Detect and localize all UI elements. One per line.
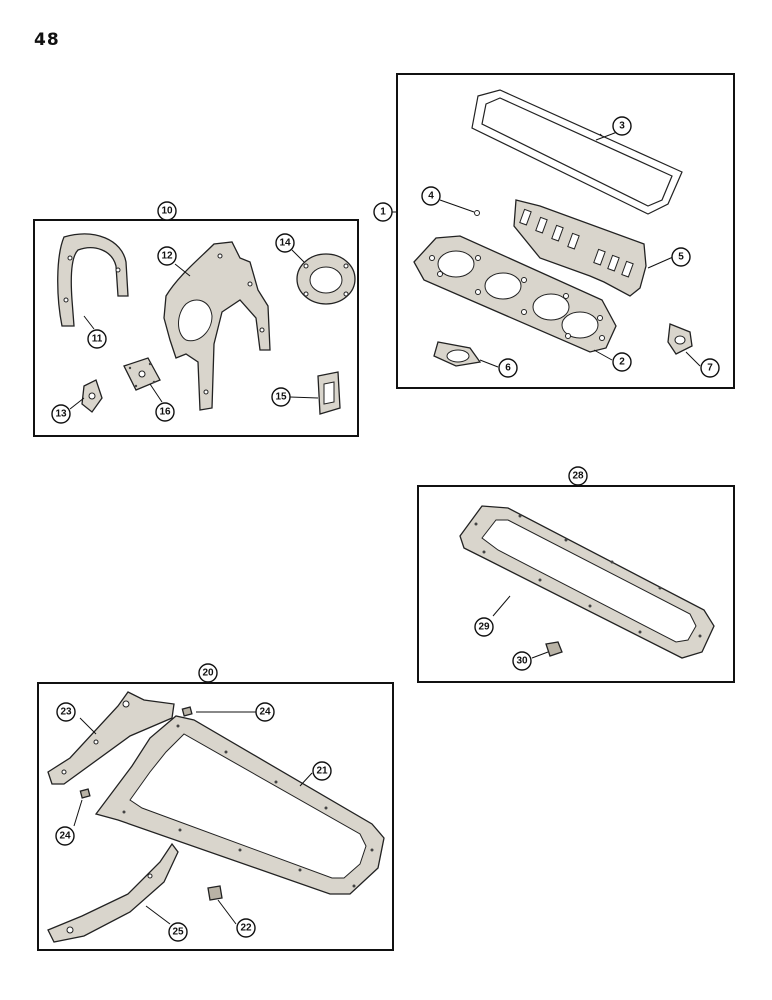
part-15-gasket — [317, 371, 341, 415]
callout-28: 28 — [568, 466, 588, 486]
part-22-plug — [207, 885, 223, 901]
svg-text:10: 10 — [161, 206, 173, 217]
callout-13: 13 — [51, 404, 71, 424]
callout-11: 11 — [87, 329, 107, 349]
part-6-gasket — [433, 341, 482, 367]
svg-text:16: 16 — [159, 407, 171, 418]
part-21-gasket — [94, 715, 385, 895]
page-number: 48 — [34, 30, 60, 50]
callout-10: 10 — [157, 201, 177, 221]
callout-21: 21 — [312, 761, 332, 781]
svg-text:13: 13 — [55, 409, 67, 420]
callout-20: 20 — [198, 663, 218, 683]
group-20-frame — [37, 682, 394, 951]
part-4-dowel — [474, 210, 480, 216]
group-10-frame — [33, 219, 359, 437]
svg-text:11: 11 — [92, 334, 103, 345]
callout-23: 23 — [56, 702, 76, 722]
svg-text:30: 30 — [516, 656, 528, 667]
svg-text:12: 12 — [161, 251, 173, 262]
svg-text:20: 20 — [202, 668, 214, 679]
callout-2: 2 — [612, 352, 632, 372]
svg-text:29: 29 — [478, 622, 490, 633]
callout-14: 14 — [275, 233, 295, 253]
svg-text:7: 7 — [707, 363, 713, 374]
callout-1: 1 — [373, 202, 393, 222]
part-14-gasket — [296, 253, 356, 305]
callout-29: 29 — [474, 617, 494, 637]
part-25-gasket — [47, 842, 179, 943]
callout-4: 4 — [421, 186, 441, 206]
callout-24-a: 24 — [255, 702, 275, 722]
group-1-frame — [396, 73, 735, 389]
part-2-gasket — [413, 235, 617, 353]
callout-6: 6 — [498, 358, 518, 378]
svg-text:5: 5 — [678, 252, 684, 263]
callout-22: 22 — [236, 918, 256, 938]
callout-16: 16 — [155, 402, 175, 422]
svg-text:4: 4 — [428, 191, 434, 202]
part-23-gasket — [47, 691, 175, 785]
part-13-gasket — [81, 379, 103, 413]
svg-text:3: 3 — [619, 121, 625, 132]
callout-12: 12 — [157, 246, 177, 266]
svg-text:28: 28 — [572, 471, 584, 482]
part-3-gasket — [471, 89, 683, 215]
callout-25: 25 — [168, 922, 188, 942]
svg-text:23: 23 — [60, 707, 72, 718]
part-12-gasket — [163, 241, 271, 411]
callout-5: 5 — [671, 247, 691, 267]
callout-15: 15 — [271, 387, 291, 407]
callout-7: 7 — [700, 358, 720, 378]
svg-text:15: 15 — [275, 392, 287, 403]
part-30-plug — [545, 641, 563, 657]
callout-24-b: 24 — [55, 826, 75, 846]
svg-text:22: 22 — [240, 923, 252, 934]
svg-text:21: 21 — [316, 766, 328, 777]
part-11-gasket — [57, 233, 129, 327]
svg-text:24: 24 — [59, 831, 71, 842]
callout-30: 30 — [512, 651, 532, 671]
part-24-plug-a — [181, 706, 193, 717]
svg-text:24: 24 — [259, 707, 271, 718]
svg-text:1: 1 — [380, 207, 386, 218]
part-29-gasket — [459, 505, 715, 659]
part-16-gasket — [123, 357, 161, 391]
svg-text:6: 6 — [505, 363, 511, 374]
svg-text:14: 14 — [279, 238, 291, 249]
svg-text:2: 2 — [619, 357, 625, 368]
group-28-frame — [417, 485, 735, 683]
callout-3: 3 — [612, 116, 632, 136]
svg-text:25: 25 — [172, 927, 184, 938]
part-24-plug-b — [79, 788, 91, 799]
part-7-gasket — [667, 323, 693, 355]
part-5-gasket — [513, 199, 647, 297]
